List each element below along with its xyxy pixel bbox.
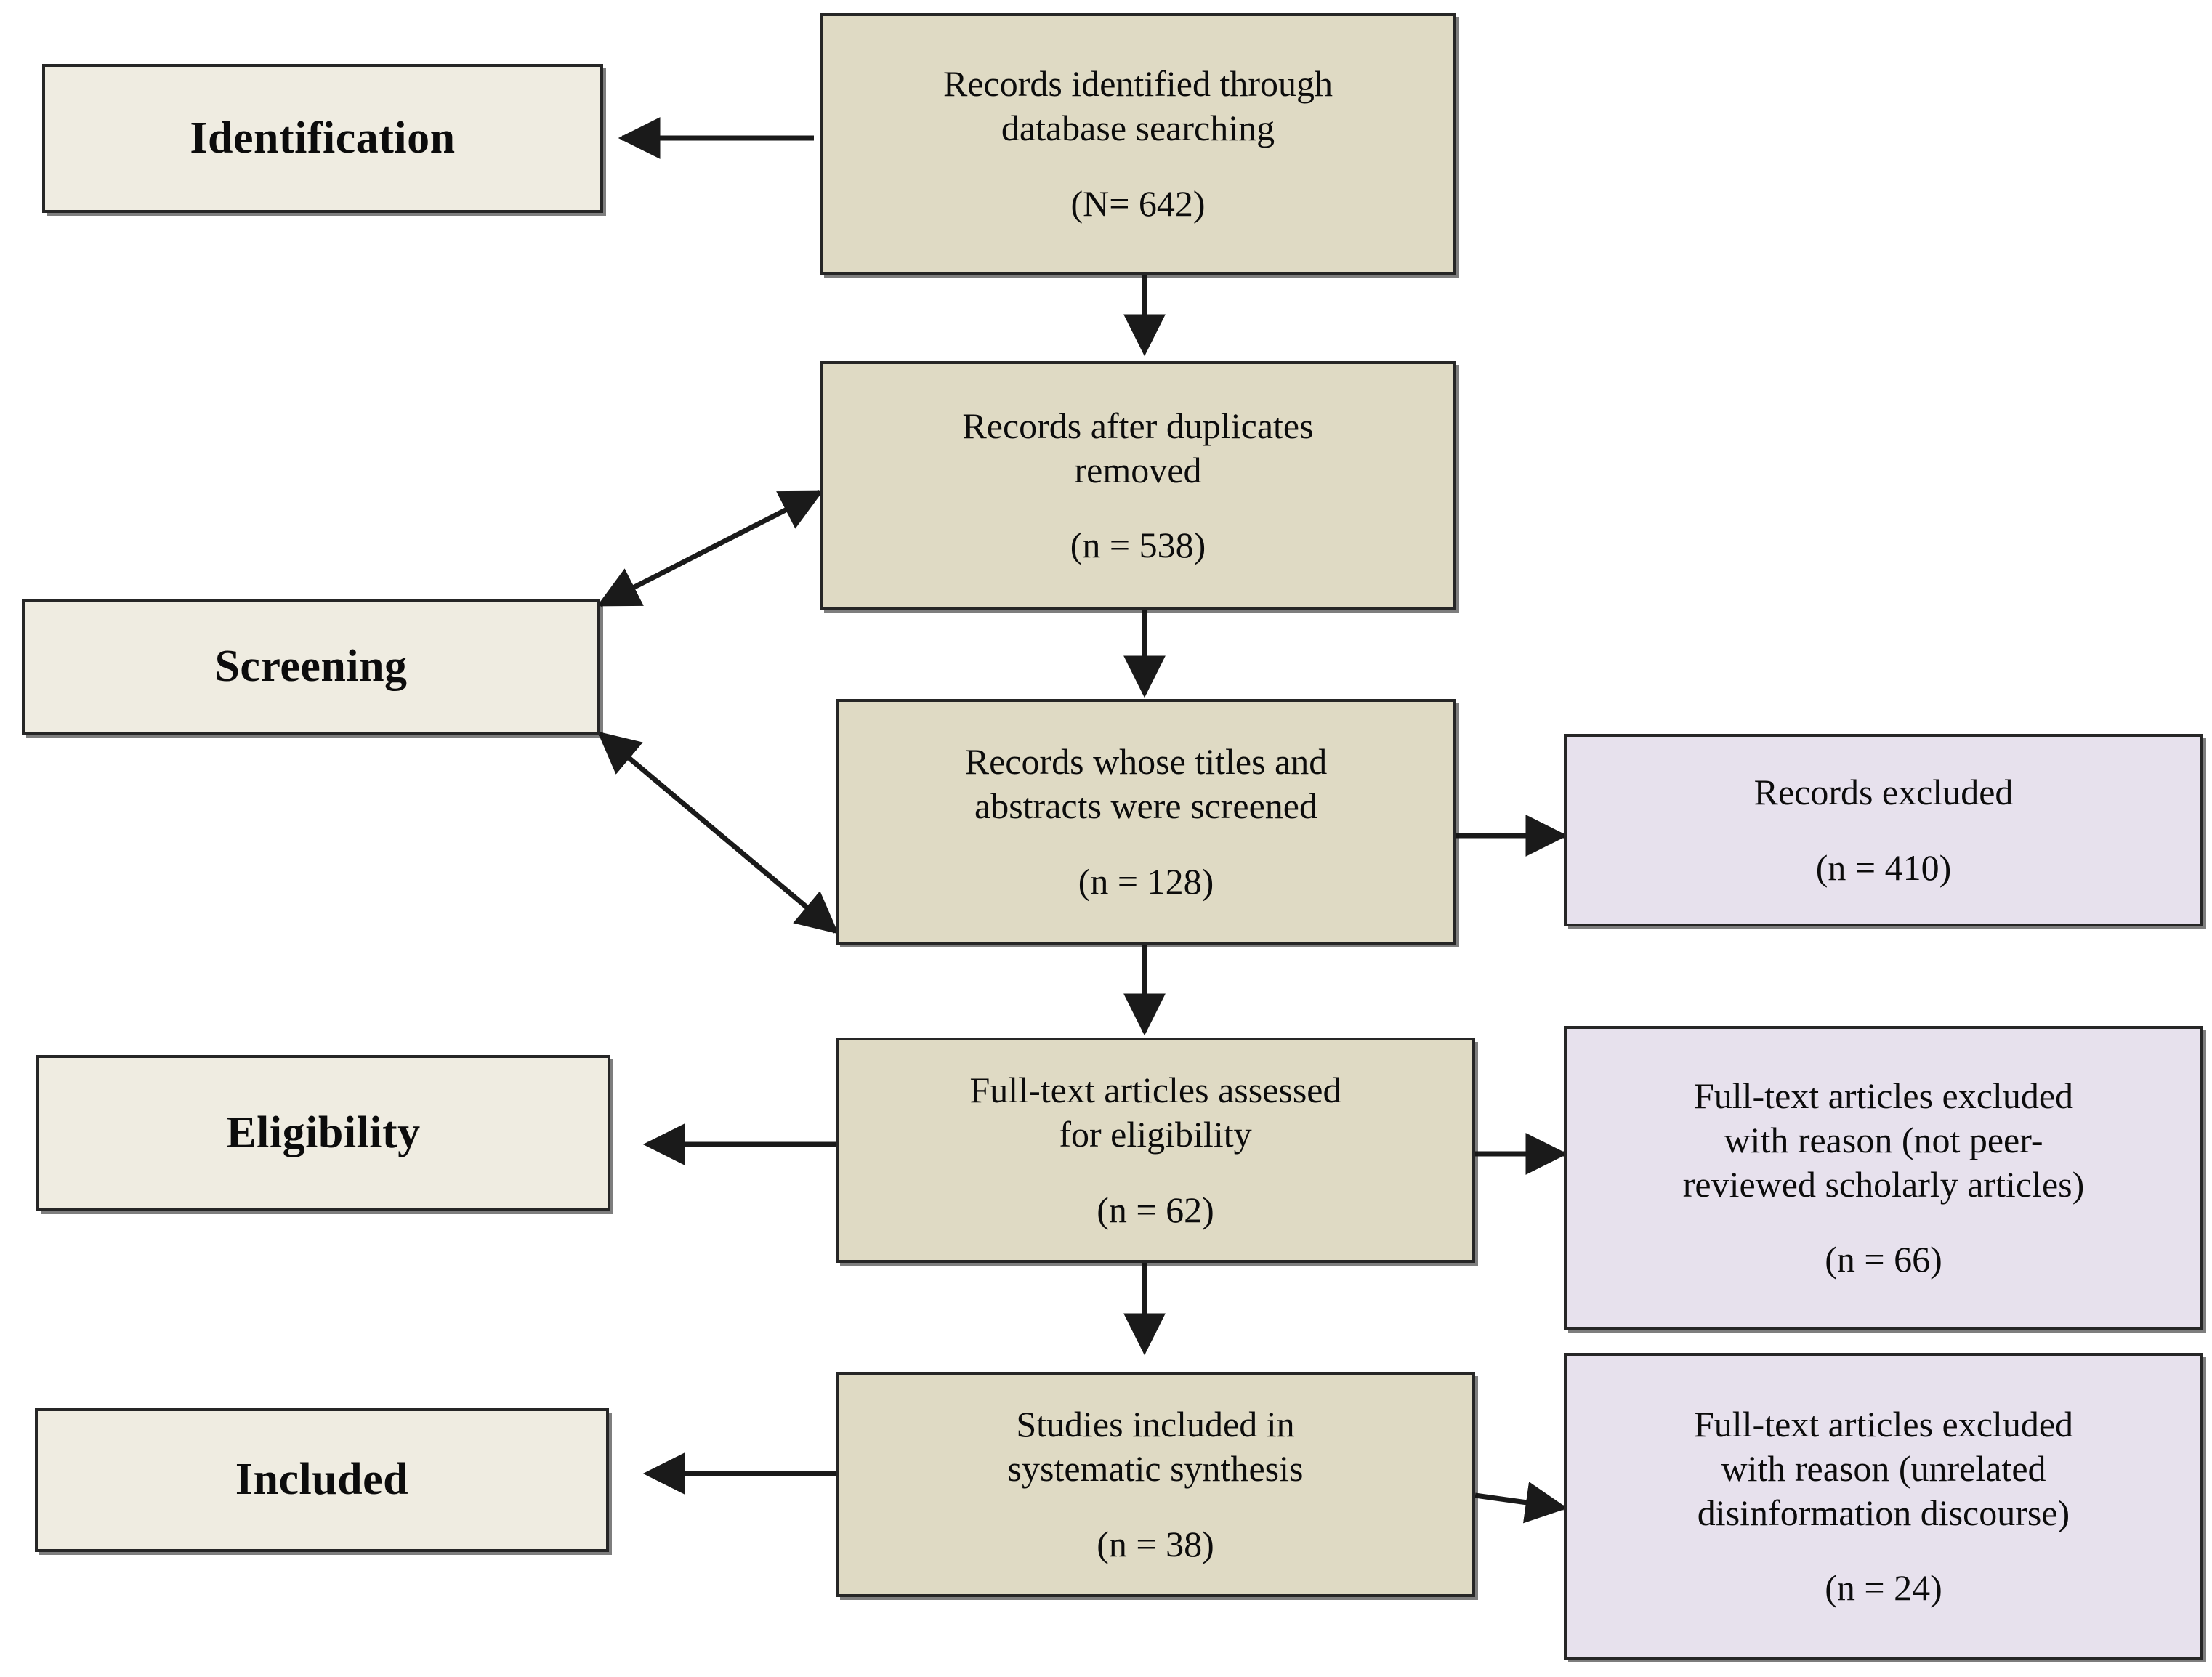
excluded-box-unrelated-discourse: Full-text articles excluded with reason … xyxy=(1564,1353,2203,1660)
stage-label-identification: Identification xyxy=(190,113,456,163)
excluded-box-records-excluded: Records excluded (n = 410) xyxy=(1564,734,2203,926)
excluded-text-line3: reviewed scholarly articles) xyxy=(1682,1163,2085,1205)
stage-label-screening: Screening xyxy=(214,642,408,692)
edge-screening-to-screened xyxy=(597,731,839,934)
excluded-count: (n = 410) xyxy=(1815,846,1952,888)
excluded-text-line1: Full-text articles excluded xyxy=(1693,1075,2074,1116)
excluded-count: (n = 24) xyxy=(1825,1567,1942,1609)
edge-studies-to-excluded-unrelated xyxy=(1474,1482,1568,1524)
flow-text-line2: database searching xyxy=(1001,108,1275,149)
excluded-count: (n = 66) xyxy=(1825,1239,1942,1280)
flow-text-line2: removed xyxy=(1074,449,1202,490)
flow-box-titles-abstracts-screened: Records whose titles and abstracts were … xyxy=(836,699,1456,945)
excluded-text-line1: Records excluded xyxy=(1753,772,2014,813)
flow-text-line1: Records whose titles and xyxy=(964,741,1328,783)
excluded-box-not-peer-reviewed: Full-text articles excluded with reason … xyxy=(1564,1026,2203,1330)
stage-box-screening: Screening xyxy=(22,599,600,735)
flow-box-fulltext-assessed: Full-text articles assessed for eligibil… xyxy=(836,1038,1475,1263)
flow-count: (n = 538) xyxy=(1070,525,1206,566)
flow-text-line2: systematic synthesis xyxy=(1007,1448,1304,1490)
stage-label-eligibility: Eligibility xyxy=(226,1107,421,1157)
flow-text-line1: Records after duplicates xyxy=(962,405,1314,446)
excluded-text-line2: with reason (not peer- xyxy=(1724,1119,2043,1160)
flow-text-line2: for eligibility xyxy=(1059,1114,1252,1155)
stage-label-included: Included xyxy=(235,1455,409,1505)
excluded-text-line3: disinformation discourse) xyxy=(1697,1492,2070,1533)
flow-count: (n = 128) xyxy=(1078,860,1214,902)
flow-text-line1: Studies included in xyxy=(1016,1404,1295,1445)
edge-screening-to-after-duplicates xyxy=(597,490,823,607)
flow-count: (N= 642) xyxy=(1070,182,1206,224)
excluded-text-line2: with reason (unrelated xyxy=(1721,1447,2046,1489)
flow-box-studies-included: Studies included in systematic synthesis… xyxy=(836,1372,1475,1597)
stage-box-identification: Identification xyxy=(42,64,603,213)
flow-count: (n = 38) xyxy=(1097,1523,1214,1564)
flow-box-records-identified: Records identified through database sear… xyxy=(820,13,1456,275)
stage-box-included: Included xyxy=(35,1408,609,1552)
stage-box-eligibility: Eligibility xyxy=(36,1055,610,1211)
flow-text-line2: abstracts were screened xyxy=(974,785,1317,827)
flow-count: (n = 62) xyxy=(1097,1189,1214,1230)
flow-text-line1: Records identified through xyxy=(943,63,1333,105)
excluded-text-line1: Full-text articles excluded xyxy=(1693,1403,2074,1444)
flow-box-after-duplicates: Records after duplicates removed (n = 53… xyxy=(820,361,1456,610)
flow-text-line1: Full-text articles assessed xyxy=(969,1070,1341,1111)
